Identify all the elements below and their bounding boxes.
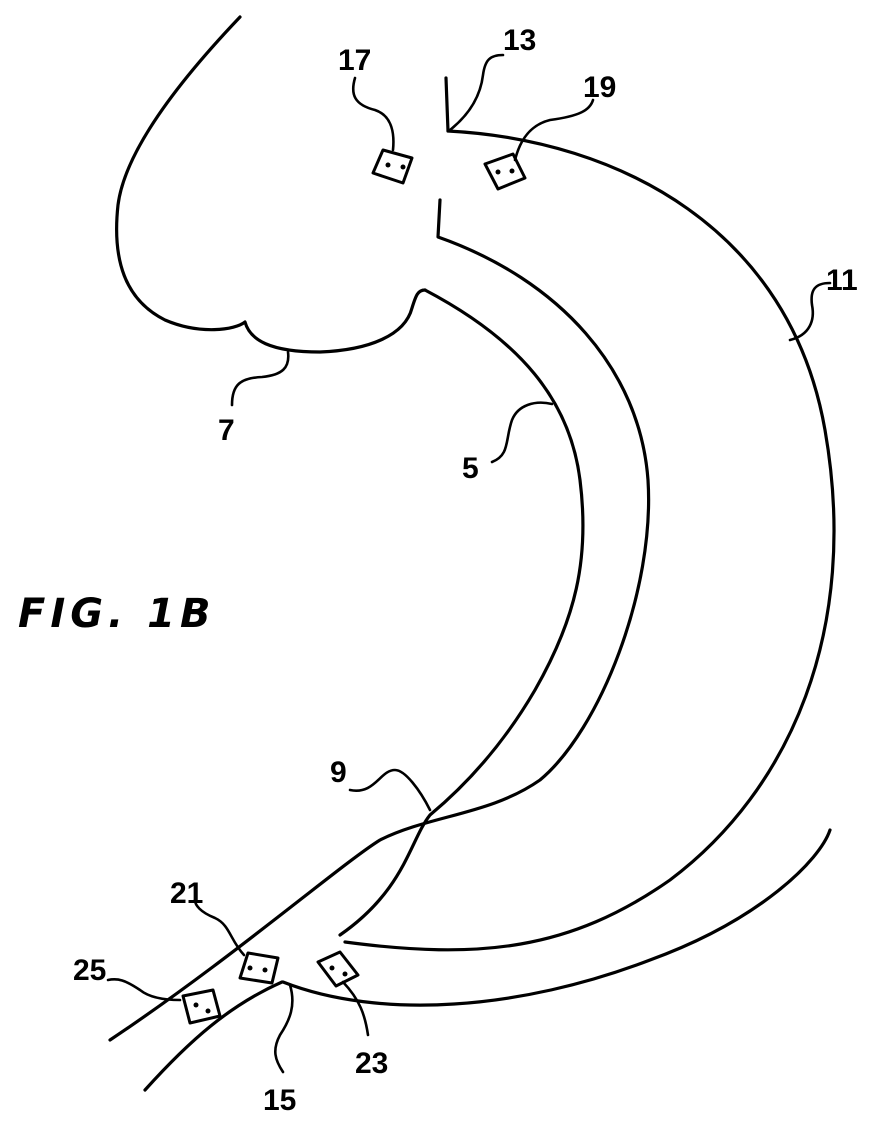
ref-label-11: 11 [826, 264, 858, 297]
ref-label-19: 19 [583, 71, 616, 104]
leader-19 [515, 100, 593, 160]
leader-9 [350, 770, 430, 810]
figure-caption: FIG. 1B [18, 591, 215, 637]
sensor-21 [240, 953, 278, 983]
inner-wall [340, 290, 583, 935]
ref-label-21: 21 [170, 877, 203, 910]
port-marker-13 [446, 78, 448, 131]
leader-13 [450, 55, 503, 130]
sensor-23 [318, 952, 358, 986]
leader-17 [353, 78, 393, 150]
leader-23 [343, 982, 368, 1035]
sac-outline [117, 17, 425, 352]
ref-label-23: 23 [355, 1047, 388, 1080]
leader-11 [790, 283, 830, 340]
sensor-25 [183, 990, 220, 1023]
ref-label-5: 5 [462, 452, 479, 485]
ref-label-9: 9 [330, 756, 347, 789]
ref-label-13: 13 [503, 24, 536, 57]
ref-label-15: 15 [263, 1084, 296, 1117]
ref-label-25: 25 [73, 954, 106, 987]
ref-label-17: 17 [338, 44, 371, 77]
leader-7 [232, 352, 288, 405]
lower-outer-tube [283, 830, 830, 1005]
leader-15 [275, 985, 292, 1072]
ref-label-7: 7 [218, 414, 235, 447]
leader-5 [492, 403, 552, 462]
outer-wall [345, 131, 834, 950]
leader-25 [108, 979, 180, 1000]
sensor-17 [373, 150, 412, 183]
sensor-19 [485, 154, 525, 189]
